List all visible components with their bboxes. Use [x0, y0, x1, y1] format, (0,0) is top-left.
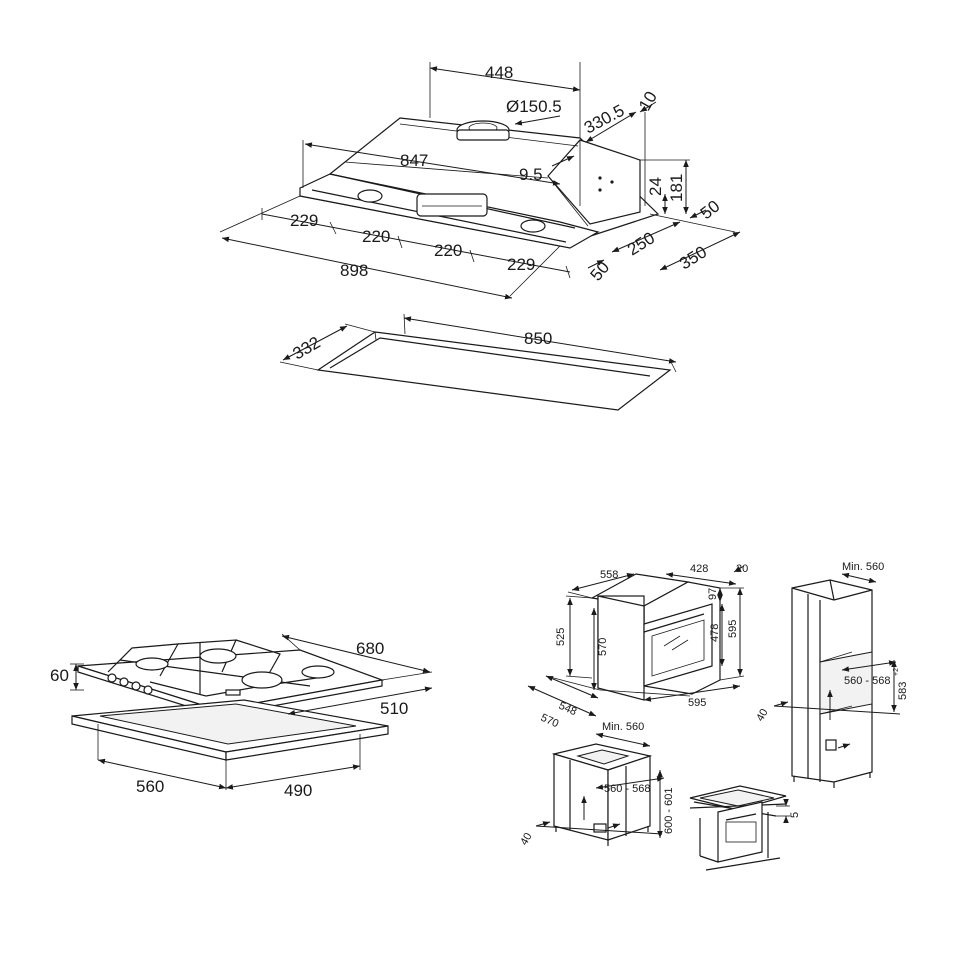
dim-cut-depth: 490 — [284, 781, 312, 800]
dim-oven-548: 548 — [557, 700, 579, 718]
dim-250: 250 — [624, 228, 658, 259]
base-cabinet-drawing: Min. 560 560 - 568 600 - 601 40 — [518, 721, 675, 848]
dim-oven-595w: 595 — [688, 697, 706, 709]
dim-seg-2: 220 — [362, 227, 390, 246]
under-hob-oven — [717, 801, 763, 863]
dim-24: 24 — [646, 177, 665, 196]
oven-door — [643, 603, 713, 687]
burner-3 — [241, 671, 283, 689]
dim-330-5: 330.5 — [581, 101, 627, 138]
lamp-right — [520, 219, 546, 233]
dim-hob-width: 680 — [356, 639, 384, 658]
dim-tall-vent: 40 — [754, 707, 771, 724]
dim-tall-height: 583 — [897, 682, 909, 700]
dim-tall-height-tol: +2 — [893, 668, 900, 676]
dim-oven-570: 570 — [597, 638, 609, 656]
dim-oven-558: 558 — [600, 569, 618, 581]
dim-oven-478: 478 — [709, 624, 721, 642]
dim-tall-range: 560 - 568 — [844, 675, 890, 687]
dim-under-gap: 5 — [789, 812, 801, 818]
hob-drawing: 60 680 510 560 490 — [50, 633, 433, 800]
dim-898: 898 — [340, 261, 368, 280]
burner-4 — [301, 665, 335, 679]
dim-oven-97: 97 — [707, 588, 719, 600]
dim-base-range: 560 - 568 — [604, 783, 650, 795]
hob-cutout-hole — [99, 703, 357, 745]
dim-seg-1: 229 — [290, 211, 318, 230]
oven-handle — [643, 613, 705, 633]
dim-oven-428: 428 — [690, 563, 708, 575]
under-hob-drawing: 5 — [689, 785, 801, 871]
dim-oven-20: 20 — [736, 563, 748, 575]
dim-10: 10 — [635, 88, 661, 114]
dim-448: 448 — [485, 63, 513, 82]
tall-cabinet-drawing: Min. 560 560 - 568 583 +2 40 — [754, 561, 909, 788]
dim-181: 181 — [667, 174, 686, 202]
dim-cutout-length: 850 — [524, 329, 552, 348]
dim-cut-width: 560 — [136, 777, 164, 796]
dim-oven-570d: 570 — [539, 712, 561, 730]
burner-1 — [135, 657, 169, 671]
dim-oven-595h: 595 — [727, 620, 739, 638]
dim-350: 350 — [676, 242, 710, 273]
knob-1 — [107, 673, 117, 683]
dim-9-5: 9.5 — [519, 165, 543, 184]
dim-duct: Ø150.5 — [506, 97, 562, 116]
oven-drawing: 558 428 20 97 478 595 525 570 595 548 57… — [527, 563, 748, 730]
dim-cutout-depth: 332 — [290, 333, 324, 364]
lamp-left — [357, 189, 383, 203]
dim-tall-min: Min. 560 — [842, 561, 884, 573]
cutout-drawing: 332 850 — [279, 313, 677, 411]
dim-50-front: 50 — [587, 258, 614, 285]
control-panel — [416, 193, 488, 217]
dim-oven-525: 525 — [555, 628, 567, 646]
dim-847: 847 — [400, 151, 428, 170]
dim-hob-height: 60 — [50, 666, 69, 685]
dim-seg-4: 229 — [507, 255, 535, 274]
dim-seg-3: 220 — [434, 241, 462, 260]
dim-base-height: 600 - 601 — [663, 788, 675, 834]
dim-base-min: Min. 560 — [602, 721, 644, 733]
knob-3 — [131, 681, 141, 691]
hood-drawing: 448 Ø150.5 847 9.5 330.5 10 24 181 50 25… — [219, 62, 741, 300]
knob-2 — [119, 677, 129, 687]
dim-hob-depth: 510 — [380, 699, 408, 718]
dim-base-vent: 40 — [518, 831, 535, 848]
knob-4 — [143, 685, 153, 695]
burner-2 — [199, 648, 237, 664]
dim-50-back: 50 — [697, 197, 724, 224]
